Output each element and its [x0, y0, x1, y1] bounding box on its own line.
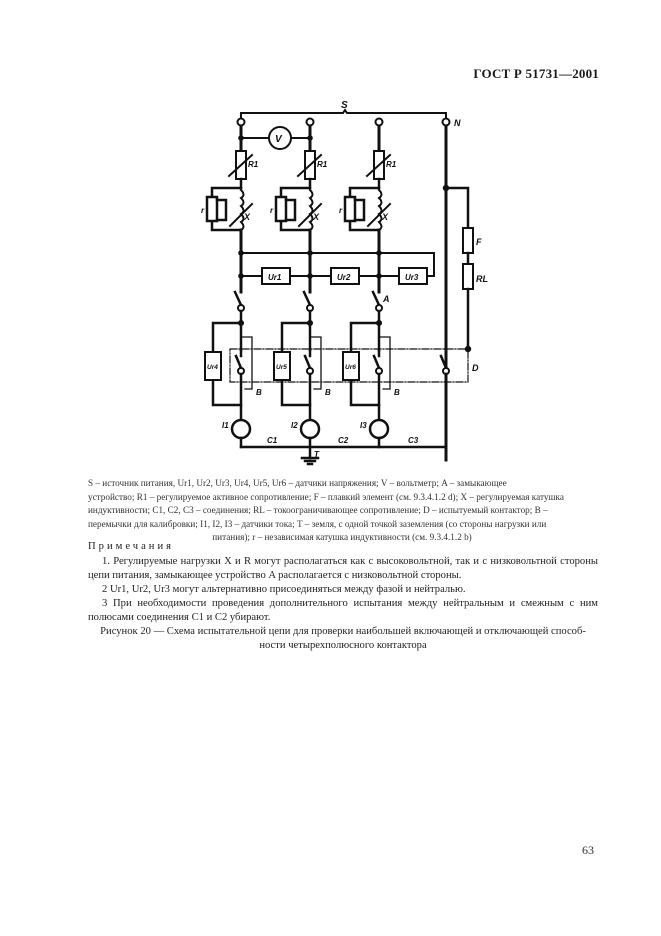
contactor-d-switches: [234, 348, 450, 422]
c3-label: C3: [408, 436, 419, 445]
b-label: B: [325, 388, 331, 397]
figure-caption: Рисунок 20 — Схема испытательной цепи дл…: [88, 625, 598, 653]
i3-label: I3: [360, 421, 367, 430]
ur-sensor-bus: [238, 250, 435, 285]
voltmeter: [238, 126, 313, 150]
b-label: B: [394, 388, 400, 397]
test-circuit-diagram: S N V: [190, 95, 500, 475]
voltmeter-label: V: [275, 134, 283, 145]
ur1-label: Ur1: [268, 273, 282, 282]
note-item: 3 При необходимости проведения дополните…: [88, 598, 598, 623]
caption-line: ности четырехполюсного контактора: [259, 640, 427, 651]
x-label: X: [243, 212, 251, 222]
current-sensors: [230, 418, 390, 440]
legend-line: перемычки для калибровки; I1, I2, I3 – д…: [88, 518, 547, 529]
r1-label: R1: [317, 160, 328, 169]
i1-label: I1: [222, 421, 229, 430]
i2-label: I2: [291, 421, 298, 430]
earth-label: T: [314, 450, 320, 459]
document-header: ГОСТ Р 51731—2001: [473, 66, 599, 81]
neutral-load-branch: [442, 184, 474, 353]
r-label: r: [201, 206, 205, 215]
note-item: 1. Регулируемые нагрузки X и R могут рас…: [88, 556, 598, 581]
ur3-label: Ur3: [405, 273, 419, 282]
c2-label: C2: [338, 436, 349, 445]
figure-legend: S – источник питания, Ur1, Ur2, Ur3, Ur4…: [88, 477, 596, 545]
ur4-label: Ur4: [207, 364, 218, 371]
x-label: X: [312, 212, 320, 222]
page-number: 63: [582, 843, 594, 857]
load-resistor-label: RL: [476, 274, 488, 284]
ur2-label: Ur2: [337, 273, 351, 282]
ur6-label: Ur6: [345, 364, 356, 371]
legend-line: питания); r – независимая катушка индукт…: [212, 532, 472, 543]
r1-label: R1: [248, 160, 259, 169]
contactor-d-boundary: [229, 348, 469, 383]
closing-device-a: [233, 290, 383, 352]
reactor-blocks: [205, 177, 392, 232]
calibration-jumpers-b: [240, 336, 391, 390]
connection-bus: [239, 372, 448, 466]
source-label: S: [341, 100, 348, 111]
b-label: B: [256, 388, 262, 397]
r1-label: R1: [386, 160, 397, 169]
x-label: X: [381, 212, 389, 222]
legend-line: S – источник питания, Ur1, Ur2, Ur3, Ur4…: [88, 478, 507, 488]
r-label: r: [339, 206, 343, 215]
notes-section: Примечания 1. Регулируемые нагрузки X и …: [88, 540, 598, 625]
legend-line: индуктивности; C1, C2, C3 – соединения; …: [88, 505, 548, 516]
contactor-label: D: [472, 363, 479, 373]
ur5-label: Ur5: [276, 364, 287, 371]
legend-line: устройство; R1 – регулируемое активное с…: [88, 491, 564, 502]
terminals: [236, 117, 451, 127]
caption-line: Рисунок 20 — Схема испытательной цепи дл…: [100, 626, 586, 637]
c1-label: C1: [267, 436, 278, 445]
neutral-label: N: [454, 118, 461, 128]
source-bracket: [240, 108, 447, 118]
notes-title: Примечания: [88, 541, 174, 552]
closing-device-label: A: [382, 294, 390, 304]
resistors-r1: [227, 150, 392, 180]
note-item: 2 Ur1, Ur2, Ur3 могут альтернативно прис…: [102, 584, 466, 595]
ur-sensors-lower: [204, 319, 383, 407]
r-label: r: [270, 206, 274, 215]
fuse-label: F: [476, 237, 482, 247]
